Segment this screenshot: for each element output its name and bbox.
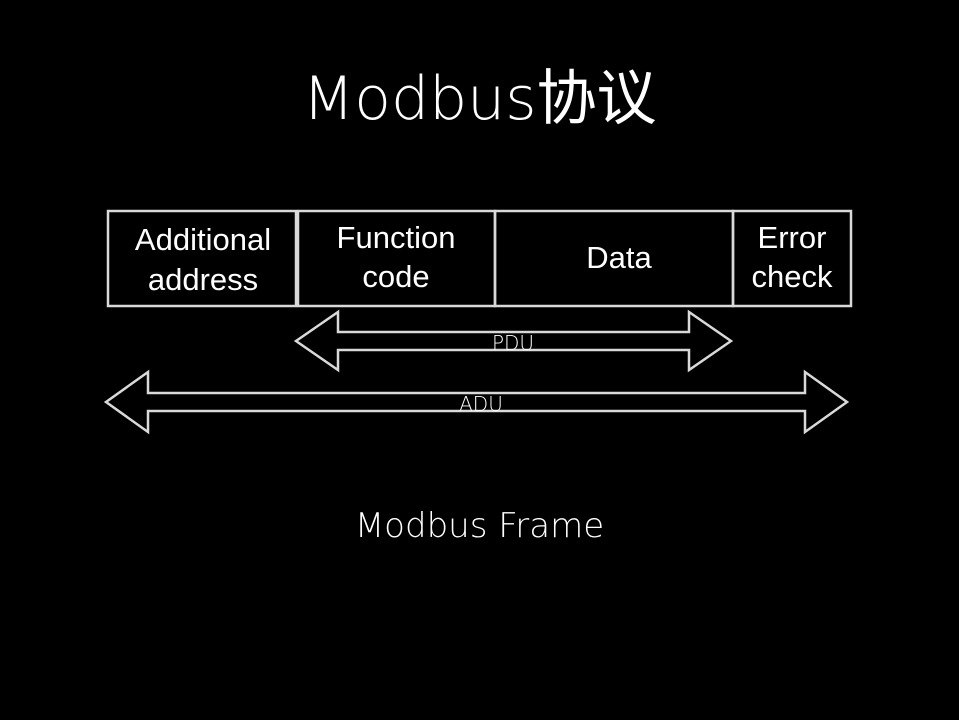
cell-additional-address-line2: address <box>148 262 258 297</box>
adu-double-arrow <box>103 369 850 435</box>
cell-error-check-line2: check <box>752 259 833 294</box>
cell-error-check <box>731 209 853 308</box>
cell-additional-address <box>106 209 298 308</box>
cell-additional-address-line1: Additional <box>135 222 271 257</box>
adu-label: ADU <box>459 392 503 416</box>
pdu-double-arrow <box>293 309 734 373</box>
cell-data-label: Data <box>586 240 652 275</box>
frame-caption: Modbus Frame <box>354 506 605 546</box>
frame-box <box>106 209 853 308</box>
pdu-label: PDU <box>492 331 534 355</box>
cell-error-check-line1: Error <box>758 220 827 255</box>
cell-function-code-line2: code <box>362 259 429 294</box>
slide-title: Modbus协议 <box>302 64 657 134</box>
cell-function-code-line1: Function <box>337 220 456 255</box>
